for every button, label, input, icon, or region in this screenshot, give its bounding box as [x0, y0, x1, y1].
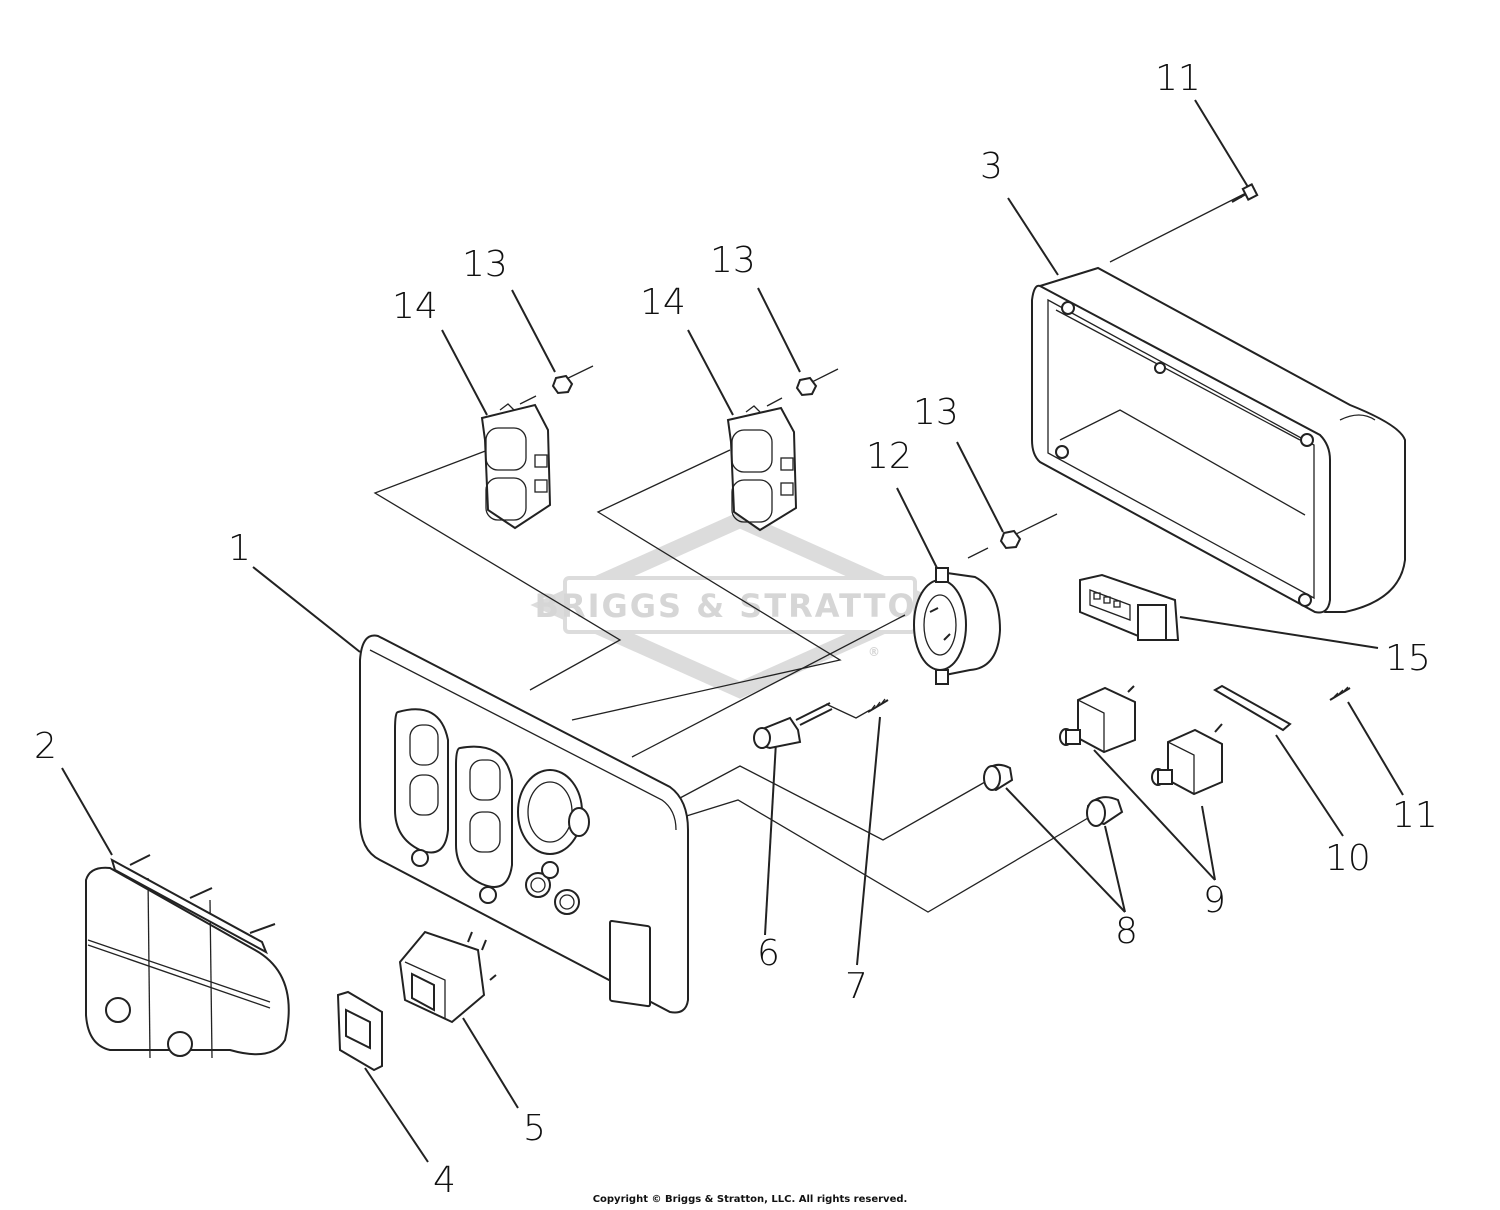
briggs-stratton-watermark: BRIGGS & STRATTON ®: [530, 511, 950, 699]
part-11-screw-right: [1329, 686, 1351, 701]
callout-15: 15: [1385, 638, 1431, 679]
part-10-bar: [1213, 684, 1292, 732]
callout-3: 3: [980, 146, 1003, 187]
callout-13-left: 13: [462, 244, 508, 285]
callout-leaders: [61, 99, 1404, 1163]
callout-7: 7: [845, 966, 868, 1007]
part-3-control-box: [1031, 266, 1406, 614]
callout-13-right: 13: [913, 392, 959, 433]
part-1-control-panel: [359, 634, 689, 1014]
part-9-breaker-1: [1059, 685, 1136, 754]
copyright-notice: Copyright © Briggs & Stratton, LLC. All …: [592, 1194, 908, 1205]
assembly-leader-lines: [373, 191, 1249, 913]
callout-6: 6: [757, 933, 780, 974]
callout-labels: 1 2 3 4 5 6 7 8 9 10 11 11 12 13 13 13 1…: [34, 58, 1438, 1201]
callout-10: 10: [1325, 838, 1371, 879]
callout-2: 2: [34, 726, 57, 767]
callout-9: 9: [1203, 880, 1226, 921]
part-13-nut-3: [999, 529, 1022, 550]
part-15-module: [1079, 573, 1180, 641]
part-14-duplex-outlet-left: [480, 403, 552, 530]
part-8-circuit-breaker-2: [1086, 796, 1124, 827]
callout-8: 8: [1115, 911, 1138, 952]
callout-11-right: 11: [1392, 795, 1438, 836]
watermark-text: BRIGGS & STRATTON: [535, 587, 946, 625]
callout-11-top: 11: [1155, 58, 1201, 99]
watermark-registered-mark: ®: [868, 645, 880, 659]
part-11-screw-top: [1231, 183, 1259, 203]
callout-5: 5: [523, 1108, 546, 1149]
part-14-duplex-outlet-right: [726, 405, 798, 532]
part-13-nut-1: [551, 374, 574, 395]
part-7-screw: [867, 698, 889, 713]
part-2-outlet-cover: [85, 854, 290, 1059]
callout-14-left: 14: [392, 286, 438, 327]
part-6-lamp: [753, 702, 833, 750]
callout-1: 1: [228, 528, 251, 569]
callout-4: 4: [433, 1160, 456, 1201]
part-12-twist-lock-receptacle: [913, 567, 1002, 685]
callout-13-middle: 13: [710, 240, 756, 281]
part-9-breaker-2: [1151, 723, 1223, 796]
callout-14-right: 14: [640, 282, 686, 323]
part-13-nut-2: [795, 376, 818, 397]
part-4-rocker-cover: [336, 990, 383, 1072]
part-8-circuit-breaker-1: [983, 763, 1014, 792]
callout-12: 12: [866, 436, 912, 477]
part-5-rocker-switch: [398, 930, 497, 1024]
